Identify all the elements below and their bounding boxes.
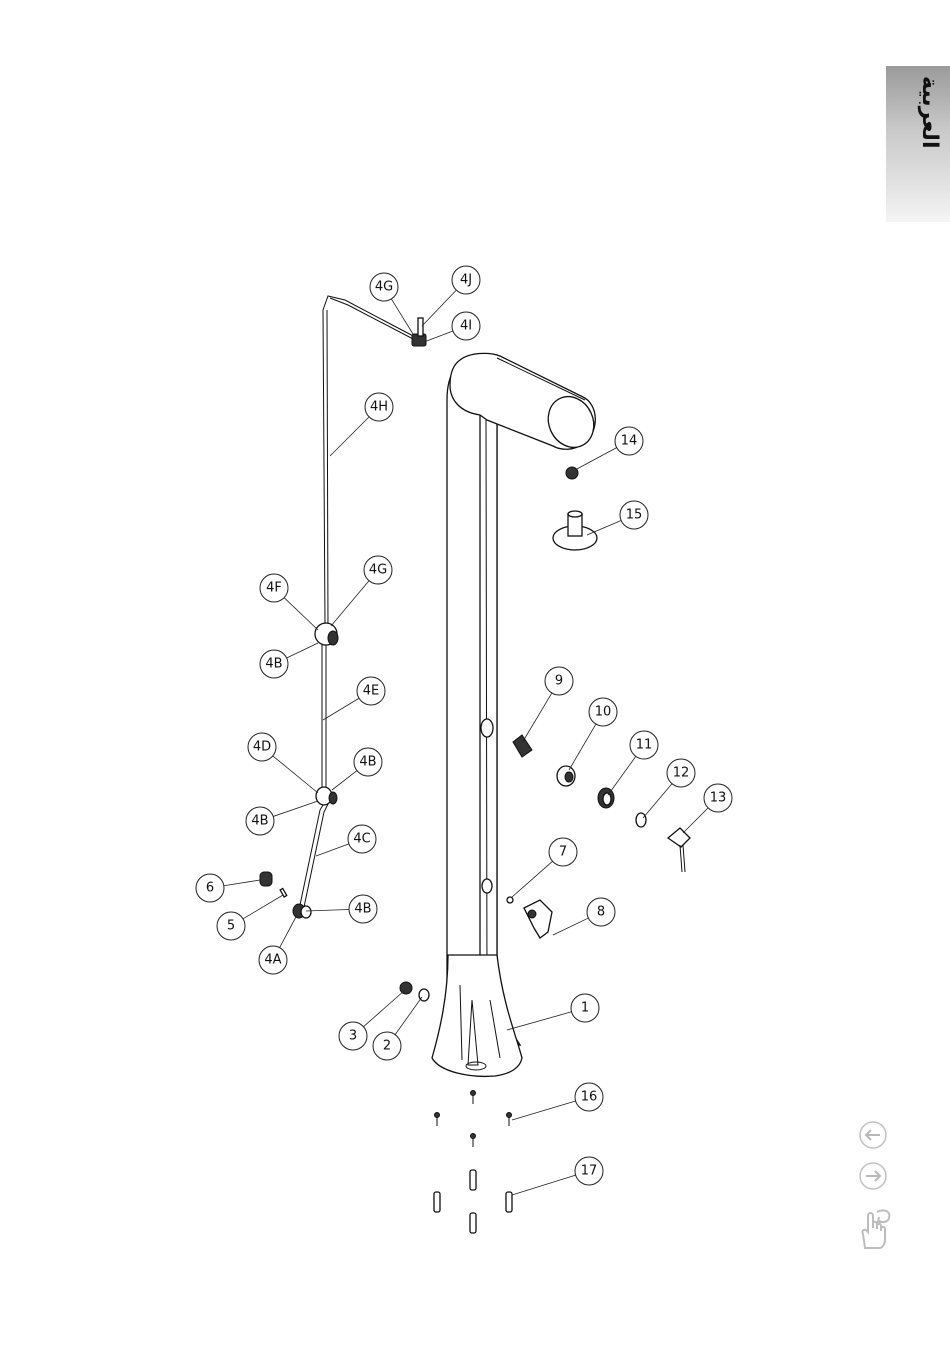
callout-c-7: 7 (512, 838, 577, 897)
leader-line (323, 698, 359, 720)
callout-label: 4G (375, 280, 393, 295)
callout-label: 14 (621, 434, 638, 449)
leader-line (280, 915, 297, 948)
leader-line (587, 520, 621, 535)
leader-line (512, 1175, 576, 1195)
callout-c-4B-2: 4B (332, 748, 382, 790)
leader-line (395, 997, 422, 1035)
callout-label: 4B (251, 814, 268, 829)
callout-c-4B-1: 4B (260, 643, 318, 678)
leader-line (507, 1012, 572, 1030)
callout-c-4A: 4A (259, 915, 297, 974)
leader-line (224, 880, 260, 886)
callout-c-4H: 4H (330, 393, 393, 456)
leader-line (284, 598, 318, 630)
callout-label: 4J (460, 273, 472, 288)
leader-line (512, 1101, 576, 1120)
leader-line (569, 724, 596, 770)
arrow-left-circle-icon (858, 1120, 888, 1150)
callout-label: 4C (353, 832, 370, 847)
screws-16 (435, 1090, 512, 1147)
leader-line (424, 331, 453, 342)
leader-line (422, 290, 456, 326)
leader-line (287, 643, 318, 658)
callout-c-13: 13 (683, 784, 732, 833)
callout-label: 2 (383, 1039, 391, 1054)
callout-c-1: 1 (507, 994, 599, 1030)
callout-label: 3 (349, 1029, 357, 1044)
leader-line (363, 990, 405, 1027)
shower-column-body (432, 353, 602, 1076)
leader-line (522, 693, 552, 743)
leader-line (306, 909, 349, 911)
callout-label: 17 (581, 1164, 598, 1179)
callout-c-2: 2 (373, 997, 422, 1060)
leader-line (243, 895, 283, 919)
leader-line (643, 784, 672, 818)
leader-line (316, 844, 349, 856)
callout-c-17: 17 (512, 1157, 603, 1195)
callout-label: 4B (354, 902, 371, 917)
leader-line (683, 808, 708, 833)
previous-page-button[interactable] (858, 1120, 888, 1150)
callout-label: 4H (370, 400, 388, 415)
callout-c-9: 9 (522, 667, 573, 743)
hand-pointer-return-icon (855, 1204, 895, 1252)
callout-label: 15 (626, 508, 643, 523)
leader-line (273, 756, 318, 793)
callout-label: 4B (265, 657, 282, 672)
callout-label: 4A (264, 953, 281, 968)
anchors-17 (434, 1170, 512, 1233)
callout-c-4E: 4E (323, 677, 385, 720)
callout-label: 9 (555, 674, 563, 689)
callout-c-6: 6 (196, 874, 260, 902)
leader-line (512, 861, 553, 897)
leader-line (331, 581, 369, 626)
callout-label: 4G (369, 563, 387, 578)
callout-c-11: 11 (608, 731, 658, 795)
callout-label: 11 (636, 738, 653, 753)
callout-label: 12 (673, 766, 690, 781)
leader-line (553, 918, 588, 935)
shower-pipe-assembly (260, 296, 426, 918)
back-button[interactable] (855, 1204, 895, 1252)
arrow-right-circle-icon (858, 1161, 888, 1191)
next-page-button[interactable] (858, 1161, 888, 1191)
callout-c-4C: 4C (316, 825, 376, 856)
leader-line (332, 771, 357, 790)
callout-c-4D: 4D (248, 733, 318, 793)
leader-line (608, 756, 636, 795)
callout-label: 13 (710, 791, 727, 806)
callout-label: 10 (595, 705, 612, 720)
callout-c-4G-mid: 4G (331, 556, 392, 626)
callout-c-15: 15 (587, 501, 648, 535)
callout-label: 7 (559, 845, 567, 860)
leader-line (330, 417, 369, 456)
callout-label: 4I (460, 319, 472, 334)
callout-c-4B-4: 4B (306, 895, 377, 923)
callout-c-12: 12 (643, 759, 695, 818)
callout-label: 4E (363, 684, 380, 699)
callout-c-4F: 4F (260, 574, 318, 630)
callout-label: 16 (581, 1090, 598, 1105)
callout-label: 1 (581, 1001, 589, 1016)
callout-c-10: 10 (569, 698, 617, 770)
leader-line (575, 448, 617, 470)
callout-c-8: 8 (553, 898, 615, 935)
callout-c-16: 16 (512, 1083, 603, 1120)
callout-c-4I: 4I (424, 312, 480, 342)
callout-label: 6 (206, 881, 214, 896)
callout-label: 5 (227, 919, 235, 934)
leader-line (391, 299, 413, 334)
callout-label: 4D (253, 740, 271, 755)
callout-label: 8 (597, 905, 605, 920)
callout-c-5: 5 (217, 895, 283, 940)
callout-label: 4F (266, 581, 282, 596)
leader-line (273, 801, 318, 816)
callout-label: 4B (359, 755, 376, 770)
callout-c-4B-3: 4B (246, 801, 318, 835)
